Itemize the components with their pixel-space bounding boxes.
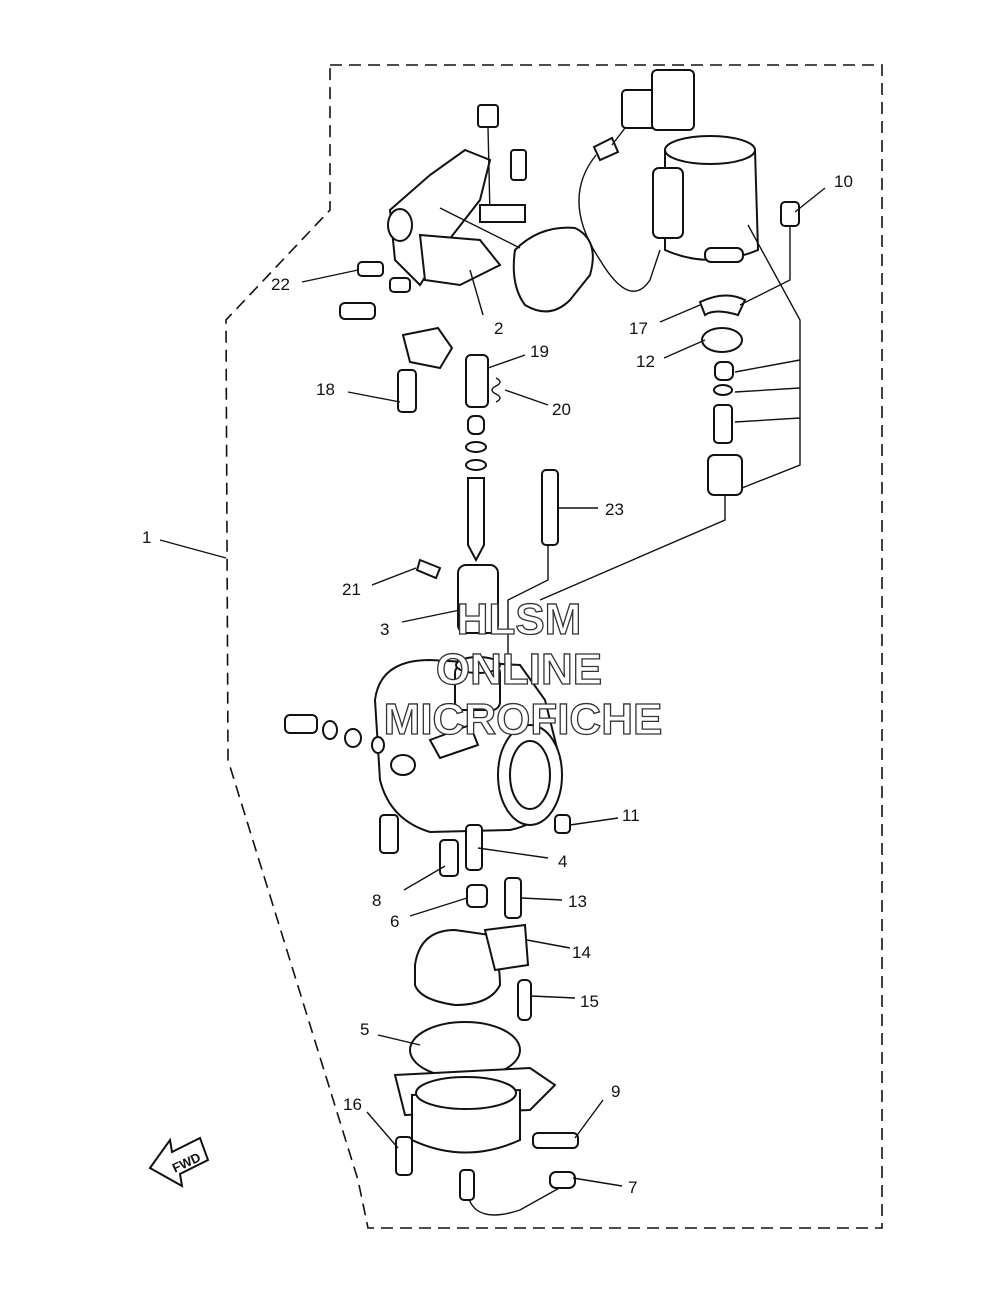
choke-plunger-parts [707, 361, 743, 496]
needle-valve-13 [504, 877, 522, 919]
callout-18: 18 [316, 380, 335, 399]
callout-17: 17 [629, 319, 648, 338]
o-ring-12 [701, 327, 743, 353]
watermark-line-1: HLSM [457, 595, 582, 644]
drain-screw-9 [532, 1132, 579, 1149]
callout-22: 22 [271, 275, 290, 294]
screw-lower-left [379, 814, 399, 854]
callout-9: 9 [611, 1082, 620, 1101]
electric-choke [578, 69, 760, 292]
float-14 [414, 923, 530, 1007]
callout-5: 5 [360, 1020, 369, 1039]
jet-4 [465, 824, 483, 871]
pin-15 [517, 979, 532, 1021]
callout-7: 7 [628, 1178, 637, 1197]
callout-3: 3 [380, 620, 389, 639]
fwd-arrow-icon [148, 1136, 210, 1188]
jet-6 [466, 884, 488, 908]
spring-20 [491, 377, 501, 403]
callout-15: 15 [580, 992, 599, 1011]
screw-11 [554, 814, 571, 834]
callout-21: 21 [342, 580, 361, 599]
screw-16 [395, 1136, 413, 1176]
link-19 [465, 354, 489, 408]
callout-19: 19 [530, 342, 549, 361]
callout-8: 8 [372, 891, 381, 910]
throttle-lever-assembly [387, 104, 594, 313]
callout-14: 14 [572, 943, 591, 962]
carburetor-body [373, 656, 563, 834]
callout-1: 1 [142, 528, 151, 547]
idle-screw-set [284, 714, 385, 754]
screw-18 [397, 369, 417, 413]
callout-4: 4 [558, 852, 567, 871]
plate-17 [698, 294, 747, 317]
callout-12: 12 [636, 352, 655, 371]
jet-8 [439, 839, 459, 877]
callout-20: 20 [552, 400, 571, 419]
watermark: HLSM ONLINE MICROFICHE [383, 594, 663, 744]
watermark-line-3: MICROFICHE [384, 695, 663, 744]
screw-22 [339, 261, 411, 320]
lever-arm [401, 326, 454, 370]
leader-lines [159, 187, 826, 1187]
callout-10: 10 [834, 172, 853, 191]
screw-10 [780, 201, 800, 227]
callout-13: 13 [568, 892, 587, 911]
callout-23: 23 [605, 500, 624, 519]
callout-2: 2 [494, 319, 503, 338]
plug-21 [415, 558, 442, 580]
assembly-boundary [225, 64, 883, 1229]
callout-6: 6 [390, 912, 399, 931]
callout-11: 11 [622, 806, 640, 825]
throttle-valve-3 [457, 564, 499, 634]
callout-numbers: 1 2 3 4 5 6 7 8 9 10 11 12 13 14 15 16 1… [142, 172, 853, 1197]
needle-assembly [465, 415, 487, 563]
watermark-line-2: ONLINE [436, 645, 602, 694]
callout-16: 16 [343, 1095, 362, 1114]
tube-23 [541, 469, 559, 546]
float-bowl [393, 1066, 557, 1154]
